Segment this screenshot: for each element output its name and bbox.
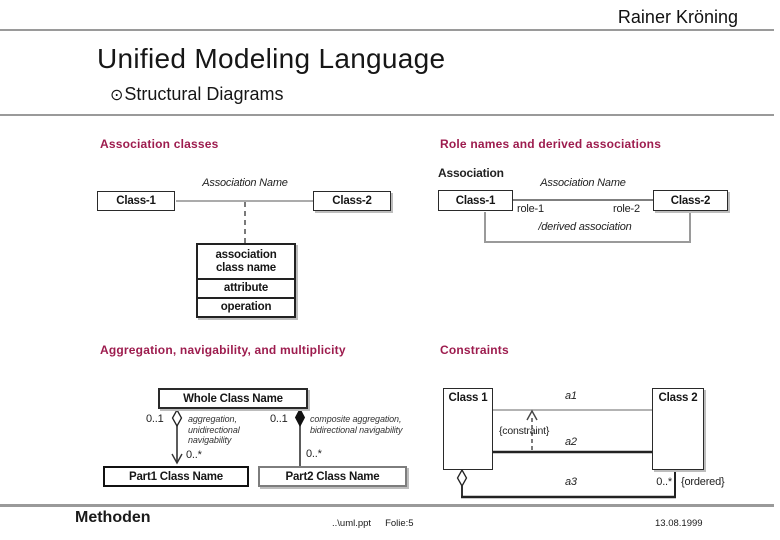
section-title-role-names: Role names and derived associations: [440, 137, 662, 151]
footer-center: ..\uml.ppt Folie:5: [332, 518, 414, 529]
class-box-d-class1: Class 1: [443, 388, 493, 470]
association-name-label-a: Association Name: [202, 177, 288, 189]
part2-class-box: Part2 Class Name: [258, 466, 407, 487]
top-rule: [0, 29, 774, 31]
aggregation-note-right-line1: composite aggregation,: [310, 414, 402, 424]
footer-rule: [0, 504, 774, 507]
association-class-attribute-compartment: attribute: [198, 278, 294, 297]
multiplicity-a3: 0..*: [656, 476, 672, 488]
bullet-icon: ⊙: [110, 86, 124, 104]
aggregation-note-left: aggregation, unidirectional navigability: [188, 414, 240, 446]
whole-class-box: Whole Class Name: [158, 388, 308, 409]
association-class-operation-compartment: operation: [198, 297, 294, 316]
footer-slide-number: Folie:5: [385, 518, 414, 529]
role2-label: role-2: [613, 203, 640, 215]
class-box-a-class2: Class-2: [313, 191, 391, 211]
aggregation-note-right-line2: bidirectional navigability: [310, 424, 403, 435]
aggregation-note-left-line2: unidirectional: [188, 424, 240, 435]
class-box-b-class2: Class-2: [653, 190, 728, 211]
a3-label: a3: [565, 476, 577, 488]
association-class-name-line1: association: [215, 248, 277, 261]
section-title-association-classes: Association classes: [100, 137, 219, 151]
multiplicity-right-top: 0..1: [270, 413, 288, 425]
role1-label: role-1: [517, 203, 544, 215]
footer-file-path: ..\uml.ppt: [332, 518, 372, 529]
class-box-d-class2: Class 2: [652, 388, 704, 470]
a1-label: a1: [565, 390, 577, 402]
a2-label: a2: [565, 436, 577, 448]
association-class-name-line2: class name: [215, 261, 276, 274]
footer-date: 13.08.1999: [655, 518, 703, 529]
multiplicity-left-bottom: 0..*: [186, 449, 202, 461]
section-title-aggregation: Aggregation, navigability, and multiplic…: [100, 343, 346, 357]
association-name-label-b: Association Name: [540, 177, 626, 189]
part1-class-box: Part1 Class Name: [103, 466, 249, 487]
class-box-a-class1: Class-1: [97, 191, 175, 211]
open-arrowhead-icon: [171, 453, 183, 465]
constraint-label: {constraint}: [499, 425, 550, 437]
page-title: Unified Modeling Language: [97, 43, 446, 74]
ordered-label: {ordered}: [681, 476, 725, 488]
mid-rule: [0, 114, 774, 116]
subtitle: ⊙ Structural Diagrams: [110, 84, 283, 105]
hollow-diamond-icon-a3: [456, 468, 468, 488]
association-label: Association: [438, 166, 504, 180]
derived-association-label: /derived association: [538, 221, 632, 233]
aggregation-note-left-line1: aggregation,: [188, 414, 237, 424]
multiplicity-right-bottom: 0..*: [306, 448, 322, 460]
author-name: Rainer Kröning: [615, 7, 740, 28]
aggregation-note-left-line3: navigability: [188, 435, 232, 445]
association-class-box: association class name attribute operati…: [196, 243, 296, 318]
filled-diamond-icon: [294, 407, 306, 428]
derived-association-line: [484, 212, 691, 243]
aggregation-note-right: composite aggregation, bidirectional nav…: [310, 414, 403, 435]
hollow-diamond-icon: [171, 408, 183, 428]
association-class-name-compartment: association class name: [198, 245, 294, 278]
footer-chapter: Methoden: [75, 509, 151, 526]
multiplicity-left-top: 0..1: [146, 413, 164, 425]
constraint-arrowhead-icon: [526, 409, 538, 421]
section-title-constraints: Constraints: [440, 343, 509, 357]
subtitle-text: Structural Diagrams: [124, 84, 284, 104]
class-box-b-class1: Class-1: [438, 190, 513, 211]
